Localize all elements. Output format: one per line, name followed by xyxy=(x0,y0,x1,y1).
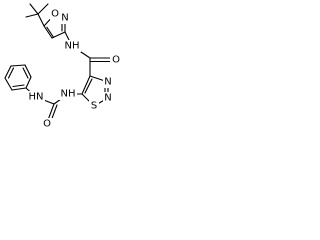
tbutyl-methyl-bond-3 xyxy=(25,13,39,18)
thiadiazole-c5-c4-bond xyxy=(81,75,91,95)
isoxazole-oxygen-label: O xyxy=(51,9,59,20)
urea-oxygen-label: O xyxy=(43,119,51,130)
phenyl-bond-4 xyxy=(10,64,26,67)
urea-hn-phenyl-label: HN xyxy=(29,92,44,103)
phenyl-bond-1-double xyxy=(12,84,25,88)
phenyl-bond-5 xyxy=(24,64,32,78)
phenyl-bond-2 xyxy=(4,77,13,91)
tbutyl-to-ring-bond xyxy=(37,13,45,27)
isoxazole-c5-c4-bond xyxy=(43,25,53,39)
thiadiazole-c5-c4-double xyxy=(84,78,93,94)
amide-oxygen-label: O xyxy=(112,55,120,66)
atom-label-layer: O N NH O N N S NH HN O xyxy=(27,8,120,130)
phenyl-bond-3 xyxy=(4,65,12,79)
phenyl-bond-5-double xyxy=(22,67,29,79)
thiadiazole-n4-label: N xyxy=(104,77,111,88)
urea-carbonyl-bond xyxy=(47,103,55,121)
phenyl-bond-1 xyxy=(11,87,27,91)
tbutyl-methyl-bond-2 xyxy=(37,3,49,15)
thiadiazole-n3-label: N xyxy=(104,93,111,104)
isoxazole-nitrogen-label: N xyxy=(61,13,68,24)
phenyl-bond-3-double xyxy=(7,67,15,79)
urea-nh-thiadiazole-label: NH xyxy=(61,89,76,100)
tbutyl-methyl-bond-1 xyxy=(29,3,39,15)
isoxazole-c5-c4-double xyxy=(46,26,55,38)
thiadiazole-sulfur-label: S xyxy=(91,101,97,112)
isoxazole-c4-c3-bond xyxy=(51,31,66,39)
amide-nh-label: NH xyxy=(65,41,80,52)
phenyl-bond-6 xyxy=(25,76,32,89)
molecular-structure-diagram: O N NH O N N S NH HN O xyxy=(4,3,120,130)
